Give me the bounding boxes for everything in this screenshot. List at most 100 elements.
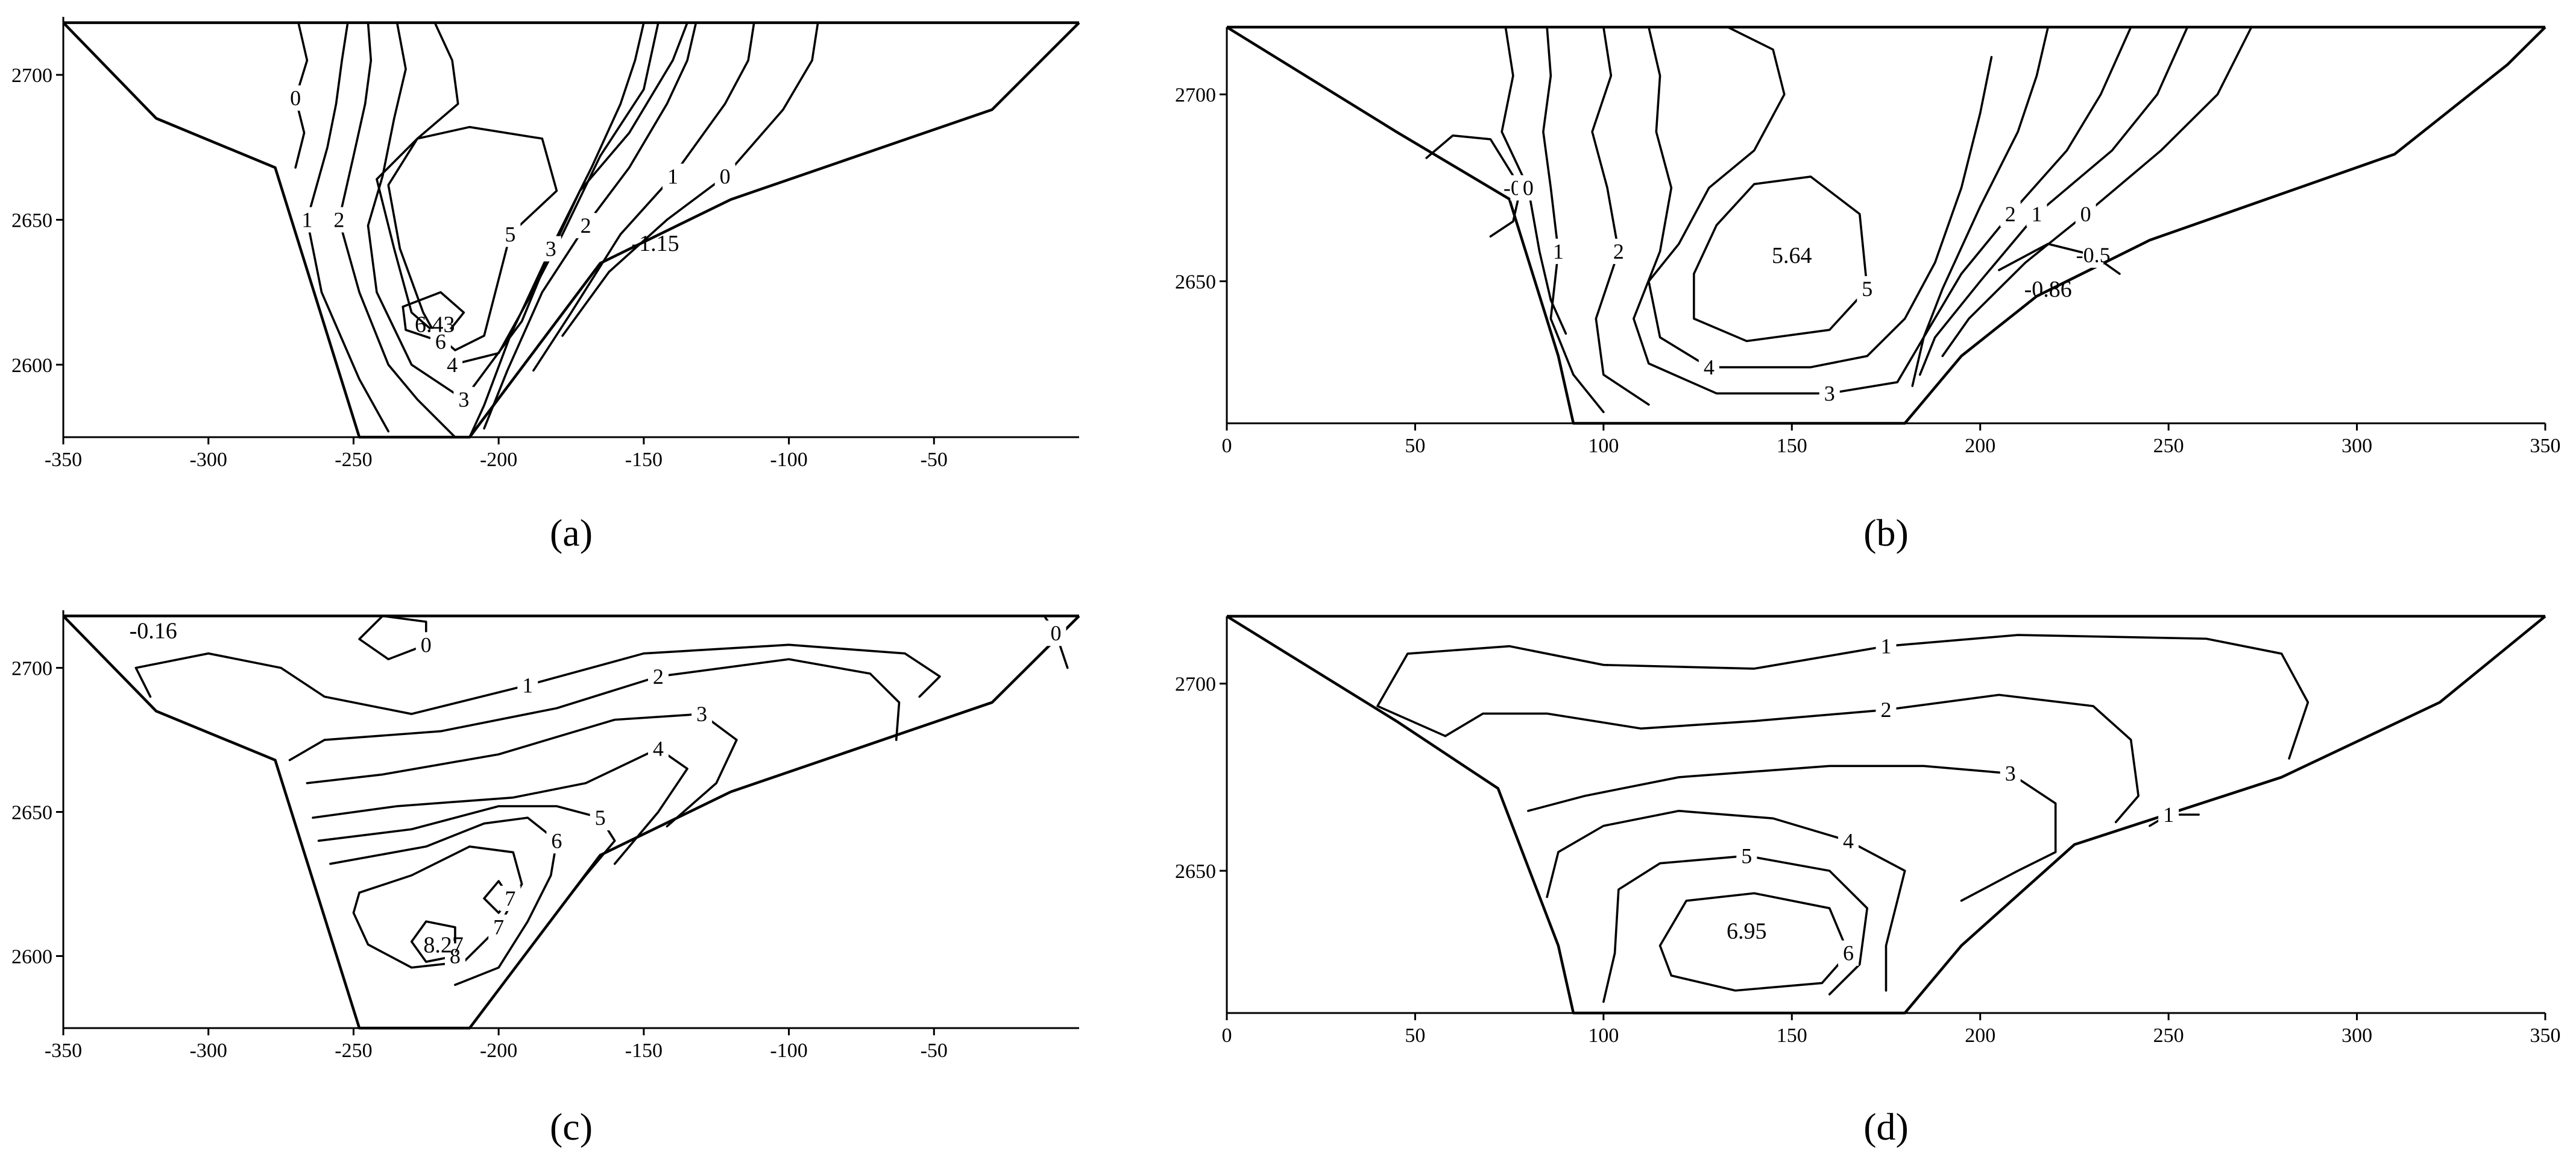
contour-level-label: 3 [1824, 381, 1835, 405]
y-tick-label: 2600 [11, 355, 52, 377]
contour-level-label: 4 [1843, 829, 1854, 853]
x-tick-label: -100 [770, 449, 807, 471]
x-tick-label: 150 [1777, 1024, 1807, 1047]
contour-label-mask [329, 207, 350, 233]
contour-label-mask [1875, 697, 1897, 723]
contour-level-label: 3 [546, 237, 556, 261]
contour-line [410, 920, 456, 963]
y-tick-label: 2650 [11, 802, 52, 824]
x-tick-label: 0 [1222, 435, 1232, 457]
x-tick-label: -100 [770, 1040, 807, 1062]
contour-level-label: 1 [667, 164, 678, 188]
contour-level-label: 6 [435, 329, 446, 353]
extreme-value-label: -1.15 [632, 231, 679, 256]
contour-level-label: 6 [551, 829, 562, 853]
contour-line [561, 21, 819, 337]
contour-label-mask [500, 221, 521, 247]
contour-label-mask [517, 672, 538, 698]
x-tick-label: 150 [1777, 435, 1807, 457]
x-tick-label: 300 [2341, 1024, 2372, 1047]
section-boundary [62, 614, 1080, 1030]
contour-label-mask [2026, 201, 2047, 227]
contour-level-label: 7 [493, 915, 504, 939]
contour-level-label: 6 [1843, 941, 1854, 965]
contour-level-label: 8 [450, 944, 461, 968]
contour-line [532, 21, 755, 372]
y-tick-label: 2650 [1175, 860, 1216, 883]
extreme-value-label: -0.86 [2024, 277, 2072, 302]
contour-level-label: 4 [1704, 355, 1715, 379]
contour-label-mask [691, 701, 713, 727]
panel-b: 05010015020025030035027002650-0.50123452… [1175, 25, 2561, 554]
extreme-value-label: -0.16 [130, 618, 177, 643]
contour-label-mask [663, 163, 683, 189]
section-boundary [1226, 615, 2546, 1015]
contour-level-label: 1 [1553, 239, 1564, 264]
contour-level-label: 2 [2005, 202, 2016, 226]
contour-label-mask [442, 352, 463, 377]
x-tick-label: 50 [1405, 1024, 1425, 1047]
contour-level-label: 3 [696, 702, 707, 726]
x-tick-label: 50 [1405, 435, 1425, 457]
contour-label-mask [1698, 355, 1719, 380]
y-tick-label: 2700 [11, 65, 52, 87]
contour-label-mask [444, 943, 465, 969]
contour-label-mask [647, 663, 669, 689]
contour-label-mask [575, 213, 596, 239]
x-tick-label: -250 [335, 449, 372, 471]
contour-line [288, 658, 901, 762]
x-tick-label: 350 [2530, 435, 2561, 457]
contour-level-label: 5 [595, 806, 606, 830]
contour-label-mask [1875, 633, 1897, 659]
y-tick-label: 2650 [1175, 271, 1216, 293]
x-tick-label: -300 [190, 449, 227, 471]
section-boundary [1226, 26, 2546, 425]
contour-label-mask [1608, 238, 1629, 264]
contour-line [367, 21, 688, 401]
x-tick-label: 250 [2153, 435, 2184, 457]
contour-label-mask [430, 329, 451, 355]
contour-line [134, 643, 941, 715]
extreme-value-label: 6.95 [1727, 918, 1767, 944]
contour-level-label: 2 [653, 664, 664, 689]
x-tick-label: 250 [2153, 1024, 2184, 1047]
contour-label-mask [488, 914, 509, 940]
contour-label-mask [647, 736, 669, 762]
contour-label-mask [415, 632, 436, 658]
contour-level-label: 4 [447, 353, 458, 377]
contour-level-label: 2 [581, 213, 591, 238]
extreme-value-label: 5.64 [1772, 243, 1812, 268]
contour-line [1911, 26, 2132, 387]
contour-level-label: 1 [522, 673, 533, 697]
contour-level-label: 0 [421, 633, 432, 657]
contour-level-label: 1 [2031, 202, 2042, 226]
contour-label-mask [453, 387, 474, 412]
contour-label-mask [2075, 201, 2096, 227]
x-tick-label: 100 [1588, 1024, 1619, 1047]
x-tick-label: -200 [480, 449, 517, 471]
x-tick-label: -350 [45, 1040, 82, 1062]
x-tick-label: 300 [2341, 435, 2372, 457]
contour-label-mask [714, 163, 735, 189]
contour-level-label: 1 [2163, 803, 2174, 827]
x-tick-label: -200 [480, 1040, 517, 1062]
contour-label-mask [2000, 201, 2021, 227]
panel-label: (d) [1863, 1105, 1909, 1148]
x-tick-label: 350 [2530, 1024, 2561, 1047]
contour-line [1376, 634, 2310, 760]
contour-level-label: 0 [2080, 202, 2091, 226]
contour-line [306, 713, 738, 828]
panel-label: (b) [1863, 511, 1909, 554]
contour-line [1648, 26, 1993, 368]
contour-level-label: 7 [505, 886, 515, 911]
contour-label-mask [1517, 175, 1538, 201]
contour-line [1444, 693, 2140, 824]
contour-label-mask [546, 828, 567, 854]
contour-level-label: 0 [1050, 621, 1061, 645]
contour-label-mask [2083, 242, 2104, 268]
contour-label-mask [2000, 760, 2021, 786]
x-tick-label: -250 [335, 1040, 372, 1062]
contour-line [1546, 809, 1906, 992]
contour-level-label: 0 [720, 164, 731, 188]
